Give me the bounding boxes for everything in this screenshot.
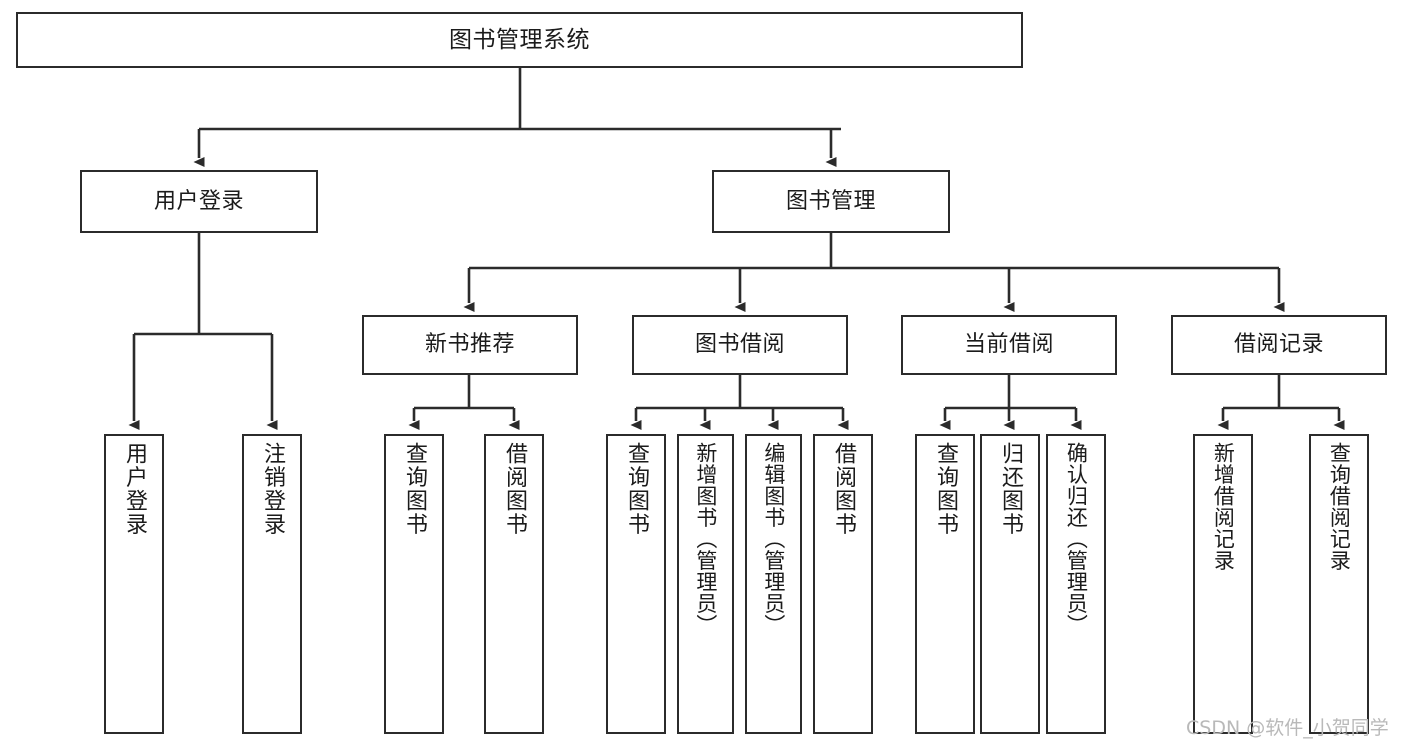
leaf-new-book-query-label: 查询图书 [401, 442, 427, 536]
node-current-borrow-label: 当前借阅 [963, 332, 1054, 358]
node-book-management-label: 图书管理 [785, 188, 876, 214]
node-root[interactable]: 图书管理系统 [16, 12, 1023, 68]
leaf-current-borrow-confirm-return-label: 确认归还（管理员） [1064, 442, 1089, 636]
leaf-book-borrow-add-label: 新增图书（管理员） [693, 442, 718, 636]
leaf-user-login-logout-label: 注销登录 [259, 442, 285, 536]
leaf-current-borrow-query-label: 查询图书 [932, 442, 958, 536]
leaf-current-borrow-query[interactable]: 查询图书 [915, 434, 975, 734]
node-user-login-label: 用户登录 [153, 188, 244, 214]
leaf-user-login-logout[interactable]: 注销登录 [242, 434, 302, 734]
leaf-book-borrow-edit[interactable]: 编辑图书（管理员） [745, 434, 802, 734]
node-user-login[interactable]: 用户登录 [80, 170, 318, 233]
leaf-book-borrow-borrow-label: 借阅图书 [830, 442, 856, 536]
leaf-current-borrow-confirm-return[interactable]: 确认归还（管理员） [1046, 434, 1106, 734]
node-new-book-recommendation-label: 新书推荐 [424, 332, 515, 358]
node-root-label: 图书管理系统 [449, 26, 590, 53]
node-current-borrow[interactable]: 当前借阅 [901, 315, 1117, 375]
leaf-user-login-login[interactable]: 用户登录 [104, 434, 164, 734]
csdn-watermark: CSDN @软件_小贺同学 [1186, 717, 1389, 739]
leaf-borrow-record-query[interactable]: 查询借阅记录 [1309, 434, 1369, 734]
leaf-book-borrow-borrow[interactable]: 借阅图书 [813, 434, 873, 734]
leaf-current-borrow-return-label: 归还图书 [997, 442, 1023, 536]
leaf-book-borrow-add[interactable]: 新增图书（管理员） [677, 434, 734, 734]
leaf-borrow-record-add-label: 新增借阅记录 [1211, 442, 1236, 571]
leaf-new-book-borrow-label: 借阅图书 [501, 442, 527, 536]
node-borrow-record-label: 借阅记录 [1233, 332, 1324, 358]
node-book-borrow-label: 图书借阅 [694, 332, 785, 358]
leaf-borrow-record-add[interactable]: 新增借阅记录 [1193, 434, 1253, 734]
leaf-book-borrow-query-label: 查询图书 [623, 442, 649, 536]
leaf-user-login-login-label: 用户登录 [121, 442, 147, 536]
leaf-current-borrow-return[interactable]: 归还图书 [980, 434, 1040, 734]
leaf-new-book-query[interactable]: 查询图书 [384, 434, 444, 734]
leaf-borrow-record-query-label: 查询借阅记录 [1327, 442, 1352, 571]
node-book-management[interactable]: 图书管理 [712, 170, 950, 233]
leaf-new-book-borrow[interactable]: 借阅图书 [484, 434, 544, 734]
leaf-book-borrow-query[interactable]: 查询图书 [606, 434, 666, 734]
leaf-book-borrow-edit-label: 编辑图书（管理员） [761, 442, 786, 636]
node-book-borrow[interactable]: 图书借阅 [632, 315, 848, 375]
node-new-book-recommendation[interactable]: 新书推荐 [362, 315, 578, 375]
node-borrow-record[interactable]: 借阅记录 [1171, 315, 1387, 375]
